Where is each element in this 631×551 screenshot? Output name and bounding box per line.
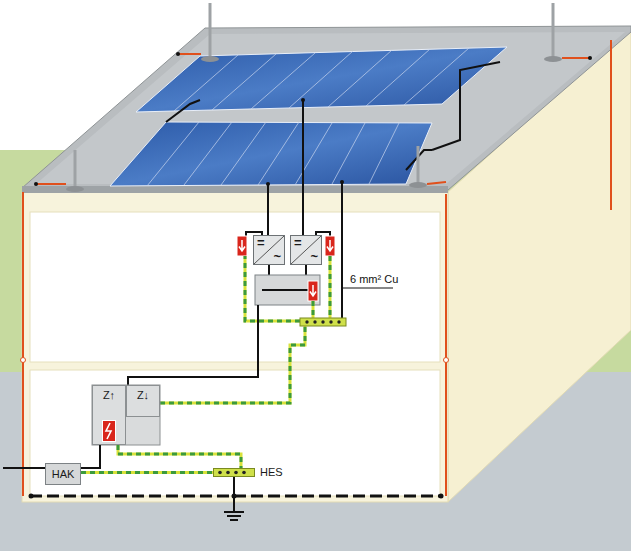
- meter-label: Z↑: [93, 389, 125, 402]
- ac-symbol: ~: [310, 250, 318, 263]
- meter-label: Z↓: [127, 389, 159, 402]
- surge-arrester: [102, 420, 116, 442]
- terminal-dots: [214, 469, 254, 476]
- dc-symbol: =: [257, 236, 265, 249]
- conductor-label: 6 mm² Cu: [350, 273, 398, 285]
- bar-label: HES: [260, 466, 283, 479]
- meter-cell: Z↓: [126, 385, 160, 417]
- dc-symbol: =: [294, 236, 302, 249]
- box-label: HAK: [52, 468, 75, 481]
- equipotential-bar: HES: [213, 468, 255, 477]
- inverter-box: =~: [290, 235, 322, 265]
- meter-cell: Z↑: [92, 385, 126, 445]
- supply-line: [81, 445, 100, 468]
- house-connection-box: HAK: [45, 463, 81, 485]
- protective-conductor: [118, 445, 241, 468]
- protective-conductor: [81, 472, 213, 473]
- inverter-box: =~: [253, 235, 285, 265]
- ac-symbol: ~: [273, 250, 281, 263]
